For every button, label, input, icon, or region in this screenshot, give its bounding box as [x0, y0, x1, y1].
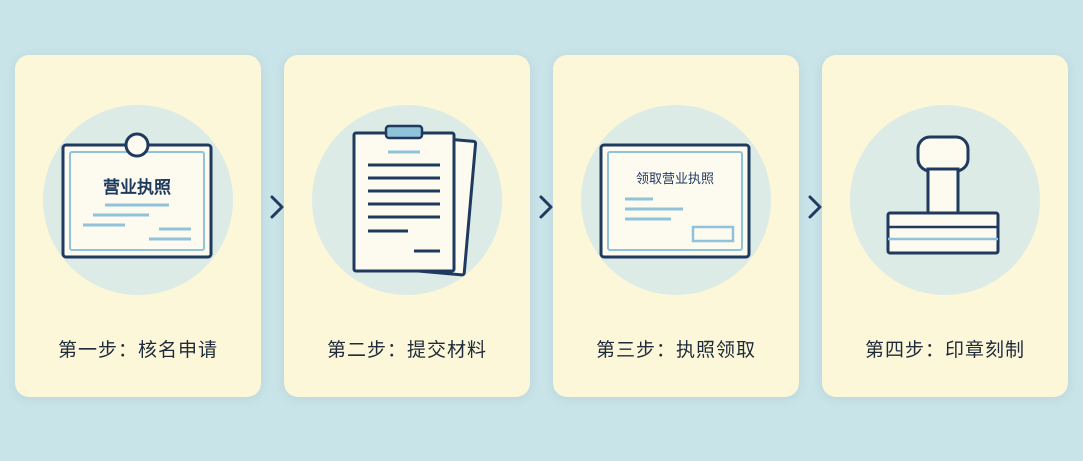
step-label: 第四步：印章刻制 [864, 339, 1025, 361]
step-label: 第三步：执照领取 [595, 339, 756, 361]
chevron-right-icon [265, 183, 289, 231]
stamp-icon [886, 135, 1000, 255]
chevron-right-icon [803, 183, 827, 231]
step-label: 第一步：核名申请 [57, 339, 218, 361]
step-card-4: 第四步：印章刻制 [822, 55, 1068, 397]
license-title-text: 营业执照 [103, 177, 171, 198]
business-license-icon: 营业执照 [61, 132, 213, 259]
license-certificate-icon: 领取营业执照 [599, 143, 751, 259]
step-card-1: 营业执照 第一步：核名申请 [15, 55, 261, 397]
certificate-title-text: 领取营业执照 [636, 172, 714, 187]
step-card-3: 领取营业执照 第三步：执照领取 [553, 55, 799, 397]
clipboard-documents-icon [352, 124, 478, 277]
chevron-right-icon [534, 183, 558, 231]
step-card-2: 第二步：提交材料 [284, 55, 530, 397]
step-label: 第二步：提交材料 [326, 339, 487, 361]
